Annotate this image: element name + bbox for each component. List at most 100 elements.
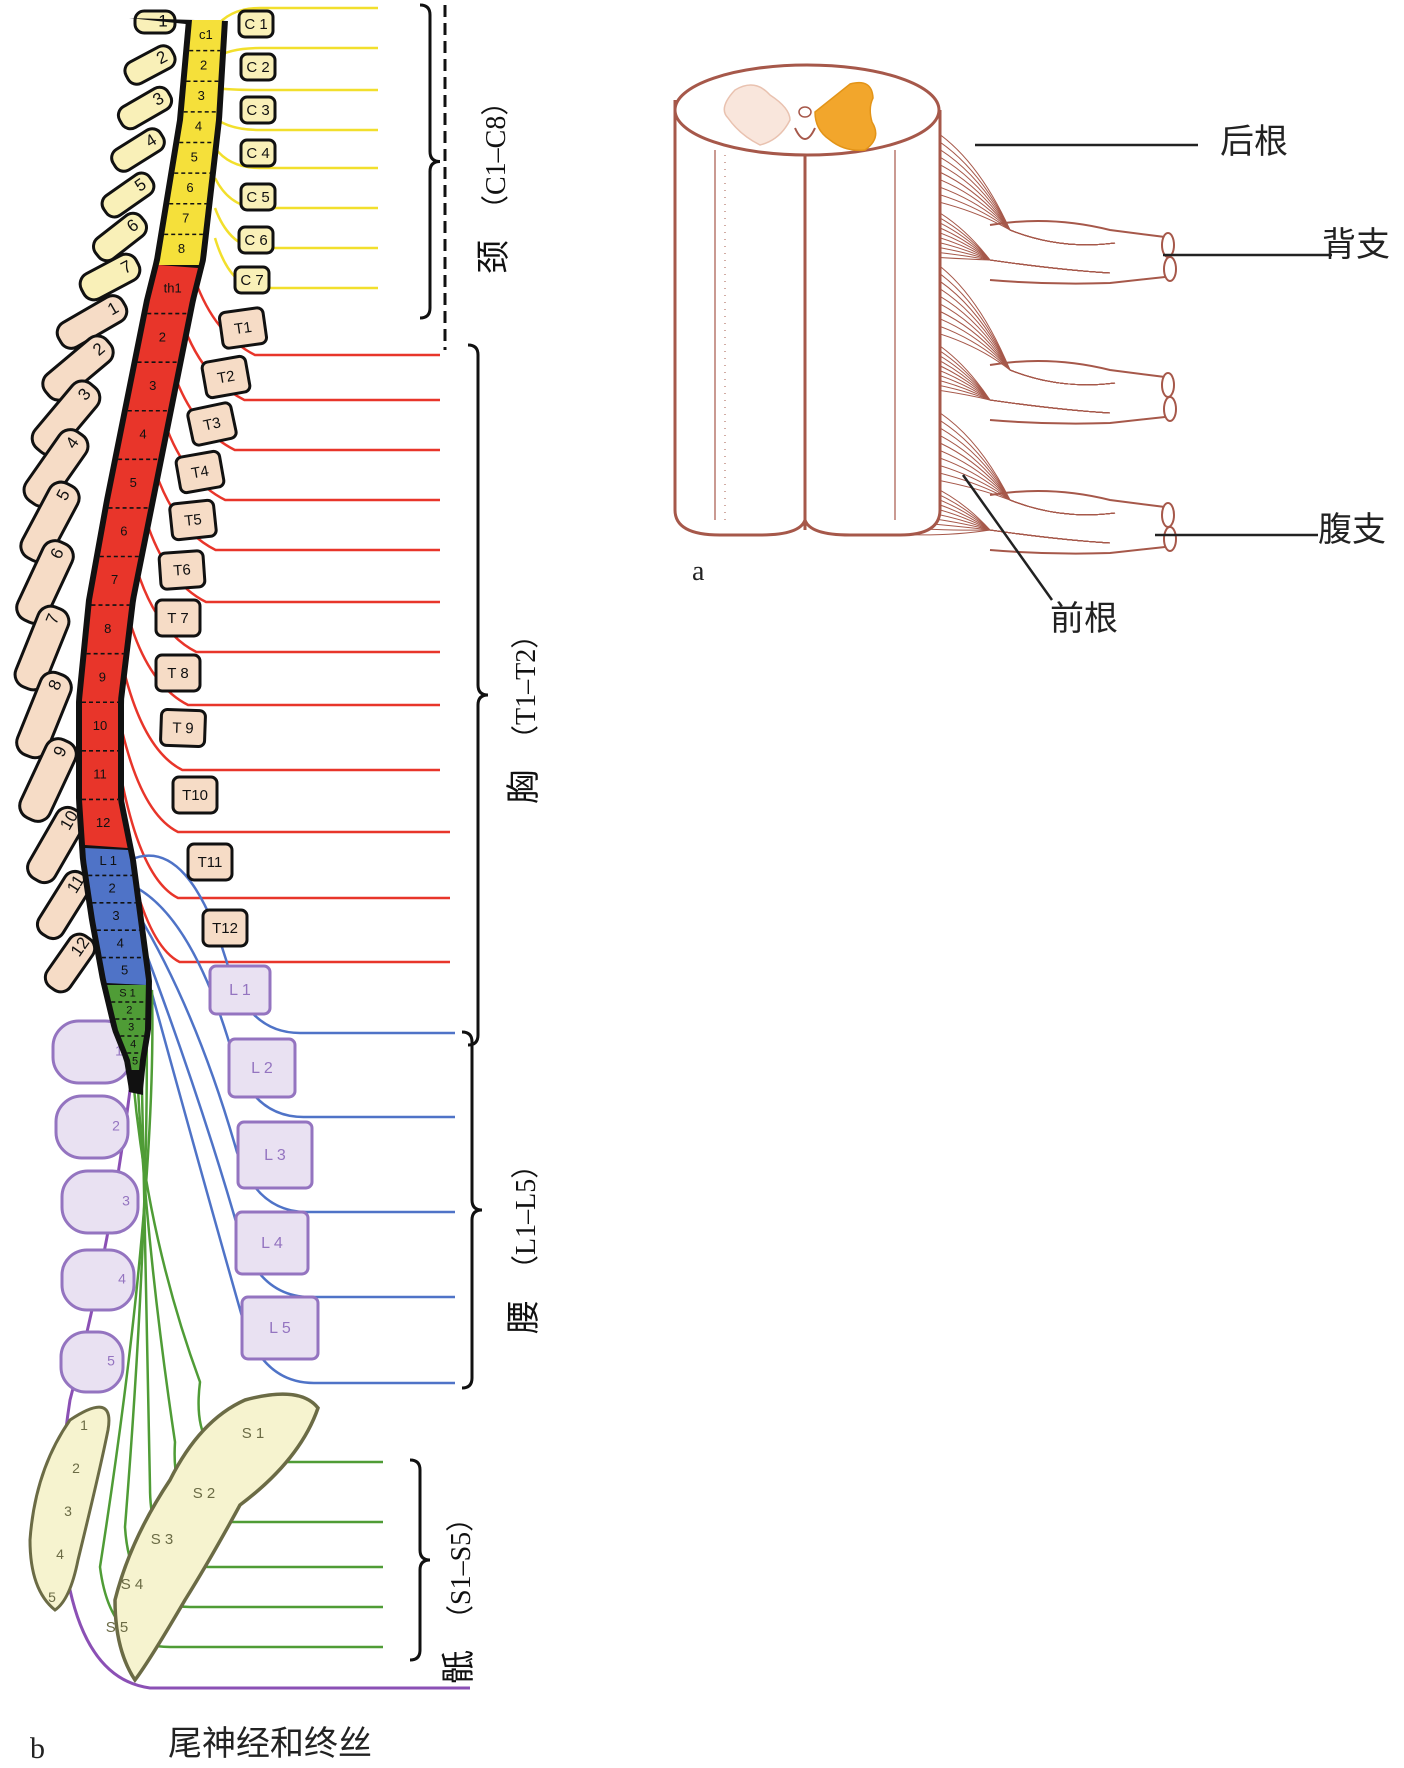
thoracic-nerve-label-label: T 7 xyxy=(167,610,188,627)
ventral-ramus-end xyxy=(1163,396,1177,422)
cervical-nerve-label-label: C 7 xyxy=(240,272,263,289)
cervical-nerve xyxy=(214,46,378,60)
thoracic-nerve-label-box xyxy=(201,908,249,948)
cervical-nerve-label: C 5 xyxy=(239,182,277,212)
sacral-nerve-label: S 1 xyxy=(242,1425,265,1442)
cord-segment-label: S 1 xyxy=(119,987,136,999)
thoracic-nerve-label: T 8 xyxy=(154,653,202,693)
sacrum-left-label: 2 xyxy=(72,1460,80,1476)
thoracic-nerve-label: T11 xyxy=(186,842,234,882)
thoracic-nerve-label-box xyxy=(157,549,207,591)
label-posterior-root: 后根 xyxy=(1220,124,1288,161)
cervical-nerve xyxy=(214,147,378,170)
thoracic-nerve-label-box xyxy=(200,354,252,400)
lumbar-nerve-label-box xyxy=(236,1120,314,1190)
thoracic-vertebra: 12 xyxy=(43,932,97,994)
thoracic-nerve-label-label: T5 xyxy=(183,511,202,530)
thoracic-nerve xyxy=(116,759,450,900)
lumbar-vertebra: 1 xyxy=(51,1019,133,1085)
cervical-nerve-label-box xyxy=(233,265,271,295)
cervical-nerve-label-box xyxy=(239,52,277,82)
lumbar-vertebra: 4 xyxy=(60,1248,136,1312)
nerve-trunk xyxy=(989,360,1166,378)
thoracic-vertebra-body xyxy=(19,480,81,564)
thoracic-nerve-label-label: T 8 xyxy=(167,665,188,682)
cord-segment-label: 3 xyxy=(128,1021,134,1033)
lumbar-vertebra: 2 xyxy=(54,1094,130,1160)
region-bracket xyxy=(409,1458,431,1662)
label-ventral-ramus: 腹支 xyxy=(1318,511,1386,549)
thoracic-nerve-label-label: T2 xyxy=(216,368,236,388)
cervical-vertebra-body xyxy=(116,85,174,131)
cervical-vertebra: 5 xyxy=(100,171,156,219)
region-bracket xyxy=(461,1030,483,1390)
region-label-lumbar: 腰（L1–L5） xyxy=(506,1151,543,1334)
cervical-vertebra-body xyxy=(123,44,177,86)
region-label-cervical: 颈（C1–C8） xyxy=(476,88,513,274)
thoracic-nerve-label-label: T3 xyxy=(202,414,223,434)
cervical-nerve-label-box xyxy=(239,138,277,168)
lumbar-nerve-label: L 1 xyxy=(208,964,272,1016)
lumbar-vertebra-label: 2 xyxy=(112,1118,120,1134)
dorsal-ramus-end xyxy=(1161,232,1175,258)
cord-segment-label: 8 xyxy=(178,241,185,256)
lumbar-nerve-label: L 5 xyxy=(240,1295,320,1361)
thoracic-vertebra: 3 xyxy=(30,379,102,457)
cervical-nerve-label-label: C 2 xyxy=(246,59,269,76)
thoracic-vertebra: 7 xyxy=(13,604,71,692)
cord-segment-label: 7 xyxy=(182,211,189,226)
thoracic-nerve-label-label: T11 xyxy=(198,854,223,871)
region-name-sacral: 骶 xyxy=(441,1650,478,1684)
cervical-nerve-label: C 2 xyxy=(239,52,277,82)
sacrum-left-label: 3 xyxy=(64,1503,72,1519)
thoracic-nerve-label: T12 xyxy=(201,908,249,948)
cord-segment-label: 2 xyxy=(159,329,166,344)
region-name-thoracic: 胸 xyxy=(505,770,543,804)
thoracic-nerve-label-box xyxy=(154,653,202,693)
region-range-sacral: （S1–S5） xyxy=(445,1504,477,1633)
lumbar-vertebra-body xyxy=(59,1330,125,1394)
nerve-trunk xyxy=(989,546,1166,555)
cord-segment-label: 5 xyxy=(191,149,198,164)
cervical-vertebra-body xyxy=(100,171,156,219)
lumbar-vertebra: 5 xyxy=(59,1330,125,1394)
thoracic-nerve-label-label: T10 xyxy=(182,787,208,804)
cord-segment-label: 12 xyxy=(96,815,110,830)
nerve-trunk xyxy=(989,490,1166,508)
cord-segment-label: 2 xyxy=(200,57,207,72)
thoracic-nerve-label: T1 xyxy=(217,306,269,350)
cervical-nerve-label: C 1 xyxy=(237,9,275,39)
nerve-trunk xyxy=(989,220,1166,238)
cervical-nerve-label: C 3 xyxy=(239,95,277,125)
thoracic-vertebra-body xyxy=(18,737,78,823)
lumbar-nerve xyxy=(139,937,455,1299)
thoracic-vertebra-body xyxy=(43,932,97,994)
thoracic-nerve-label: T2 xyxy=(200,354,252,400)
gray-matter-left xyxy=(723,84,791,146)
lumbar-vertebra-body xyxy=(60,1248,136,1312)
region-label-thoracic: 胸（T1–T2） xyxy=(505,621,543,804)
cord-segment-label: 3 xyxy=(149,378,156,393)
cervical-nerve-label: C 4 xyxy=(239,138,277,168)
thoracic-nerve-label-box xyxy=(174,449,226,495)
sacrum-left-label: 5 xyxy=(48,1589,56,1605)
lumbar-nerve xyxy=(135,911,455,1214)
lumbar-nerve-label-label: L 4 xyxy=(261,1235,283,1252)
cervical-nerve-label-label: C 6 xyxy=(244,232,267,249)
lumbar-nerve-label-box xyxy=(234,1210,310,1276)
cervical-nerve-label-label: C 4 xyxy=(246,145,269,162)
thoracic-vertebra-body xyxy=(22,428,90,508)
spinal-column-diagram: 12345671234567891011121234512345 c123456… xyxy=(13,3,543,1765)
thoracic-vertebra-body xyxy=(30,379,102,457)
lumbar-nerve-label-box xyxy=(208,964,272,1016)
lumbar-nerve-label-label: L 5 xyxy=(269,1320,291,1337)
thoracic-vertebra: 1 xyxy=(55,294,129,350)
lumbar-nerve-label-box xyxy=(227,1037,297,1099)
thoracic-nerve-label-box xyxy=(186,401,238,447)
lumbar-nerve xyxy=(142,963,455,1385)
lumbar-nerve-label: L 3 xyxy=(236,1120,314,1190)
thoracic-nerve-label: T3 xyxy=(186,401,238,447)
thoracic-vertebra: 6 xyxy=(15,539,75,625)
sacrum-left-label: 4 xyxy=(56,1546,64,1562)
thoracic-vertebra-body xyxy=(15,670,73,760)
